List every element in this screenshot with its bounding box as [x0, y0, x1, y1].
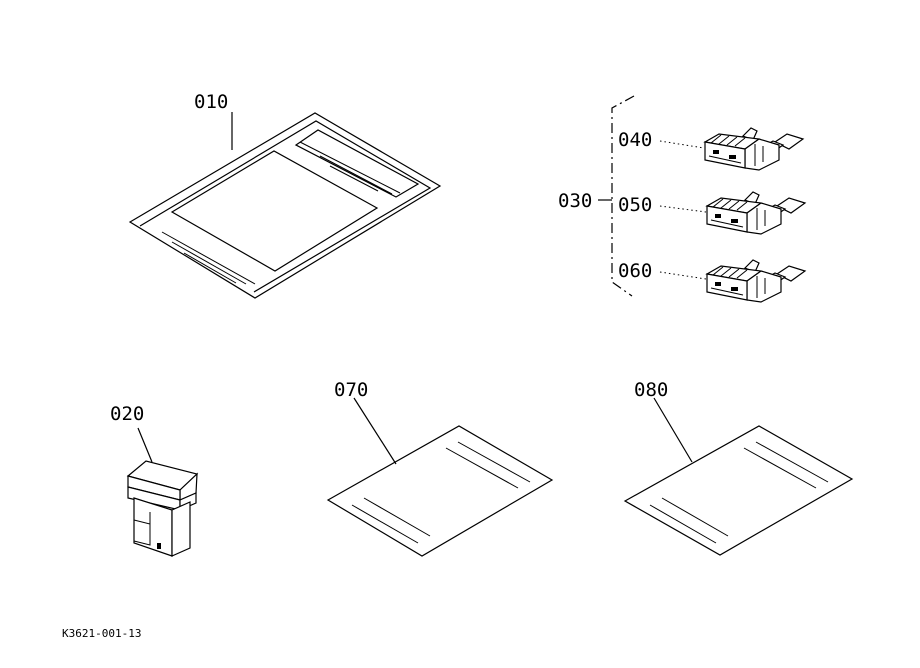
diagram-code: K3621-001-13 — [62, 627, 141, 640]
part-040-fuse — [704, 127, 804, 171]
part-050-fuse — [706, 191, 806, 235]
label-030: 030 — [558, 190, 592, 212]
part-060-fuse — [706, 259, 806, 303]
label-020: 020 — [110, 403, 144, 425]
label-040: 040 — [618, 129, 652, 151]
label-060: 060 — [618, 260, 652, 282]
label-050: 050 — [618, 194, 652, 216]
fuse-group-bracket — [598, 95, 635, 297]
label-070: 070 — [334, 379, 368, 401]
part-010-manual — [128, 112, 442, 299]
part-020-relay — [126, 427, 199, 557]
part-070-sheet — [326, 397, 554, 557]
label-080: 080 — [634, 379, 668, 401]
label-010: 010 — [194, 91, 228, 113]
part-080-sheet — [623, 397, 854, 556]
